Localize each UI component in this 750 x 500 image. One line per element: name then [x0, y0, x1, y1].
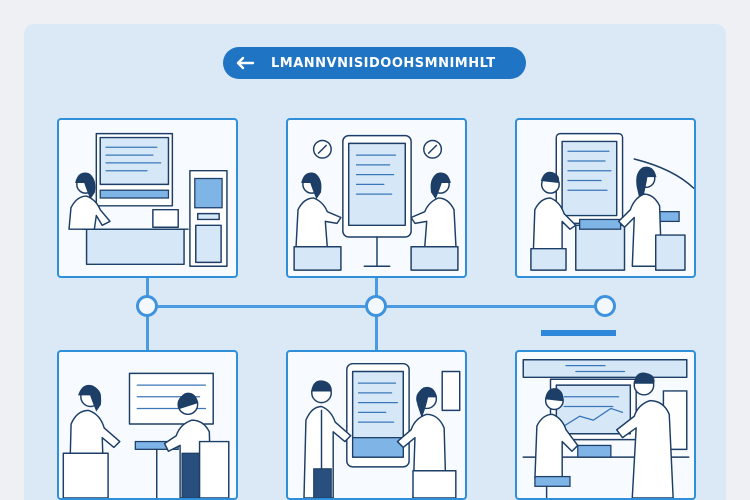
panel-illustration — [62, 372, 230, 498]
timeline-node[interactable] — [365, 295, 387, 317]
timeline-line — [387, 305, 594, 308]
step-panel-1[interactable] — [57, 118, 238, 278]
panel-illustration — [303, 362, 461, 498]
timeline-connector — [146, 277, 149, 297]
timeline-node[interactable] — [594, 295, 616, 317]
timeline-line — [158, 305, 365, 308]
step-panel-2[interactable] — [286, 118, 467, 278]
header-banner[interactable]: LMANNVNISIDOOHSMNIMHLT — [223, 47, 526, 79]
arrow-left-icon[interactable] — [235, 54, 259, 72]
timeline-node[interactable] — [136, 295, 158, 317]
step-panel-3[interactable] — [515, 118, 696, 278]
accent-bar — [541, 330, 616, 336]
timeline-connector — [375, 316, 378, 350]
step-panel-5[interactable] — [286, 350, 467, 500]
step-panel-4[interactable] — [57, 350, 238, 500]
timeline-connector — [375, 277, 378, 297]
panel-illustration — [530, 132, 694, 271]
timeline-connector — [146, 316, 149, 350]
panel-illustration — [522, 359, 690, 498]
step-panel-6[interactable] — [515, 350, 696, 500]
panel-illustration — [293, 134, 459, 271]
panel-illustration — [68, 132, 228, 267]
header-title: LMANNVNISIDOOHSMNIMHLT — [271, 55, 496, 71]
